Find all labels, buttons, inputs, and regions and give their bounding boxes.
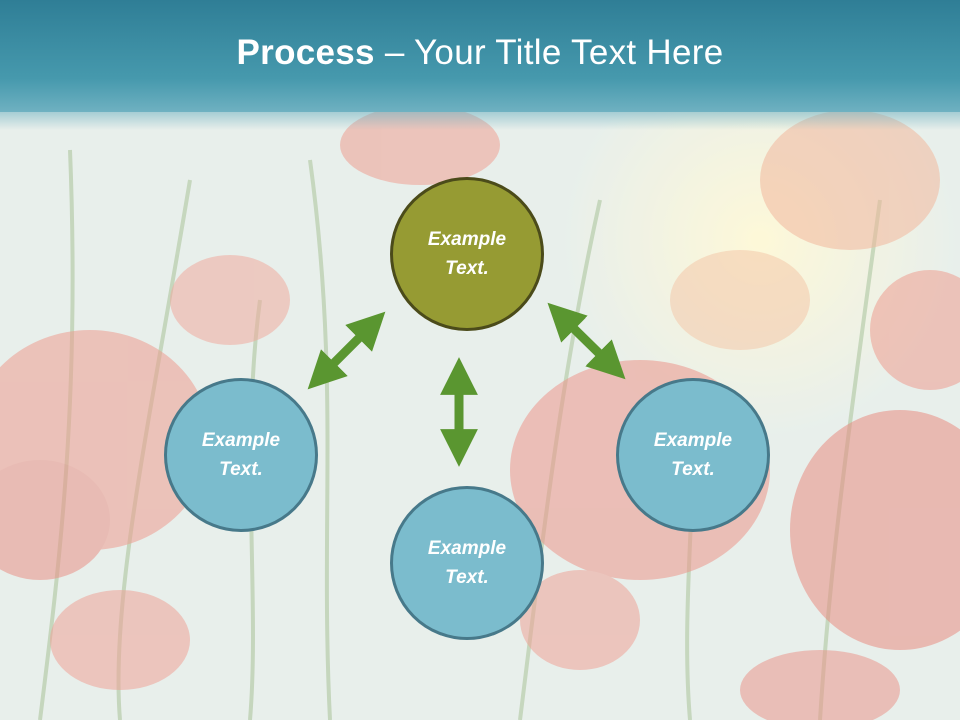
process-node-left[interactable]: Example Text. [164,378,318,532]
title-bar: Process – Your Title Text Here [0,0,960,130]
process-node-right[interactable]: Example Text. [616,378,770,532]
double-arrow-icon [307,311,386,390]
title-rest: – Your Title Text Here [374,33,724,72]
node-label: Example Text. [427,229,507,279]
node-label: Example Text. [427,538,507,588]
process-node-bottom[interactable]: Example Text. [390,486,544,640]
slide-title: Process – Your Title Text Here [237,33,724,73]
node-label: Example Text. [201,430,281,480]
node-label: Example Text. [653,430,733,480]
title-bold: Process [236,33,375,72]
double-arrow-icon [547,302,626,380]
process-node-top[interactable]: Example Text. [390,177,544,331]
